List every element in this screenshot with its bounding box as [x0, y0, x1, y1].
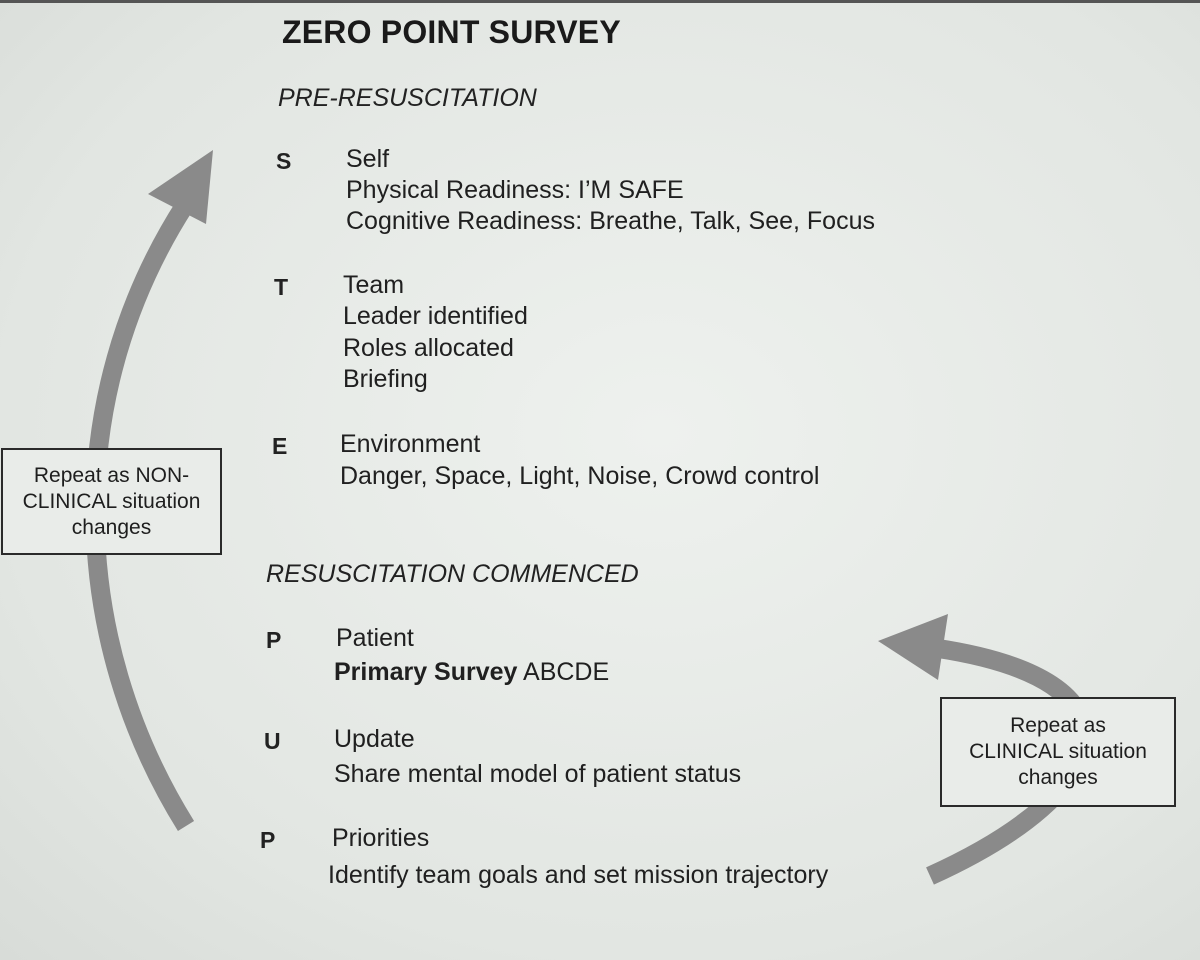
mnemonic-letter-u: U: [264, 728, 281, 754]
screen-edge: [0, 0, 1200, 3]
left-cycle-arrowhead: [148, 150, 213, 224]
primary-survey-bold: Primary Survey: [334, 658, 518, 686]
clinical-repeat-box: Repeat as CLINICAL situation changes: [940, 697, 1176, 807]
nonclinical-box-line-3: changes: [71, 515, 152, 539]
mnemonic-letter-p-priorities: P: [260, 827, 276, 853]
priorities-heading: Priorities: [332, 824, 430, 852]
self-cognitive-readiness: Cognitive Readiness: Breathe, Talk, See,…: [346, 207, 875, 235]
patient-primary-survey: Primary Survey ABCDE: [334, 658, 609, 687]
update-heading: Update: [334, 725, 415, 753]
right-cycle-arrowhead: [878, 614, 948, 680]
update-details: Share mental model of patient status: [334, 760, 742, 788]
team-roles-allocated: Roles allocated: [343, 334, 514, 362]
section-resuscitation-commenced: RESUSCITATION COMMENCED: [266, 560, 639, 588]
slide-title: ZERO POINT SURVEY: [282, 14, 621, 50]
clinical-box-line-3: changes: [1018, 766, 1098, 789]
patient-heading: Patient: [336, 624, 414, 652]
nonclinical-box-line-1: Repeat as NON-: [33, 463, 190, 487]
clinical-box-line-1: Repeat as: [1010, 714, 1106, 737]
environment-details: Danger, Space, Light, Noise, Crowd contr…: [340, 462, 820, 490]
mnemonic-letter-s: S: [276, 148, 292, 174]
mnemonic-letter-e: E: [272, 433, 288, 459]
section-pre-resuscitation: PRE-RESUSCITATION: [278, 84, 537, 112]
priorities-details: Identify team goals and set mission traj…: [328, 861, 829, 889]
team-briefing: Briefing: [343, 365, 428, 393]
mnemonic-letter-p-patient: P: [266, 627, 282, 653]
team-leader-identified: Leader identified: [343, 302, 528, 330]
environment-heading: Environment: [340, 430, 481, 458]
clinical-box-line-2: CLINICAL situation: [969, 740, 1147, 763]
nonclinical-repeat-box: Repeat as NON- CLINICAL situation change…: [1, 448, 222, 555]
team-heading: Team: [343, 271, 405, 299]
self-heading: Self: [346, 145, 390, 173]
self-physical-readiness: Physical Readiness: I’M SAFE: [346, 176, 684, 204]
mnemonic-letter-t: T: [274, 274, 289, 300]
primary-survey-abcde: ABCDE: [517, 658, 610, 686]
nonclinical-box-line-2: CLINICAL situation: [22, 489, 201, 513]
